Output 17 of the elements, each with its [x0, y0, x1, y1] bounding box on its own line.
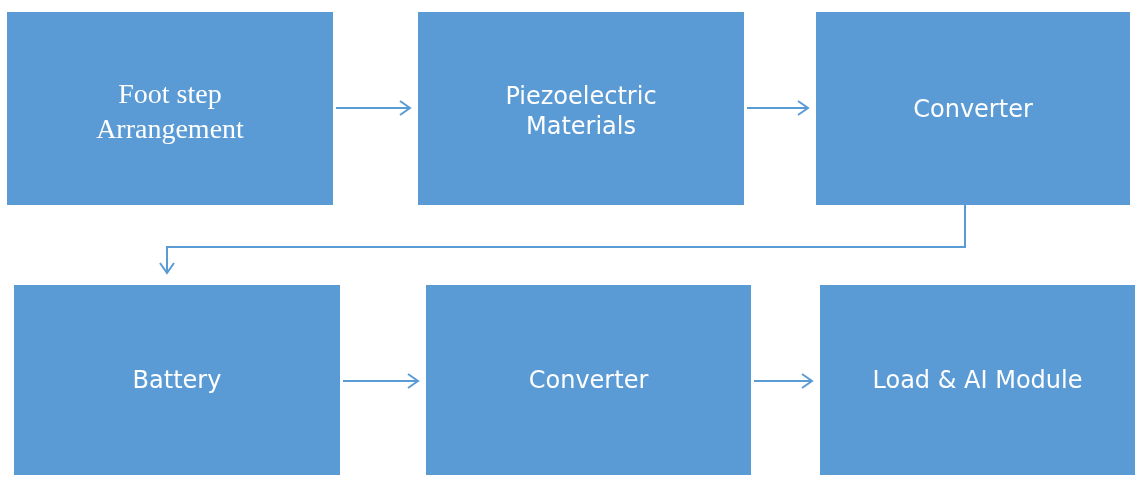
box-label: Load & AI Module — [872, 365, 1083, 395]
process-box — [418, 12, 744, 205]
box-label: Foot step Arrangement — [95, 76, 245, 146]
process-box — [7, 12, 333, 205]
arrow — [753, 373, 813, 389]
box-label: Converter — [913, 93, 1033, 124]
arrow — [335, 100, 411, 116]
process-box — [820, 285, 1135, 475]
box-label: Battery — [132, 365, 222, 395]
arrow — [746, 100, 809, 116]
box-label: Piezoelectric Materials — [504, 80, 658, 141]
arrow — [342, 373, 419, 389]
process-box — [426, 285, 751, 475]
arrow — [159, 204, 966, 274]
process-box — [816, 12, 1130, 205]
process-box — [14, 285, 340, 475]
box-label: Converter — [528, 365, 649, 395]
